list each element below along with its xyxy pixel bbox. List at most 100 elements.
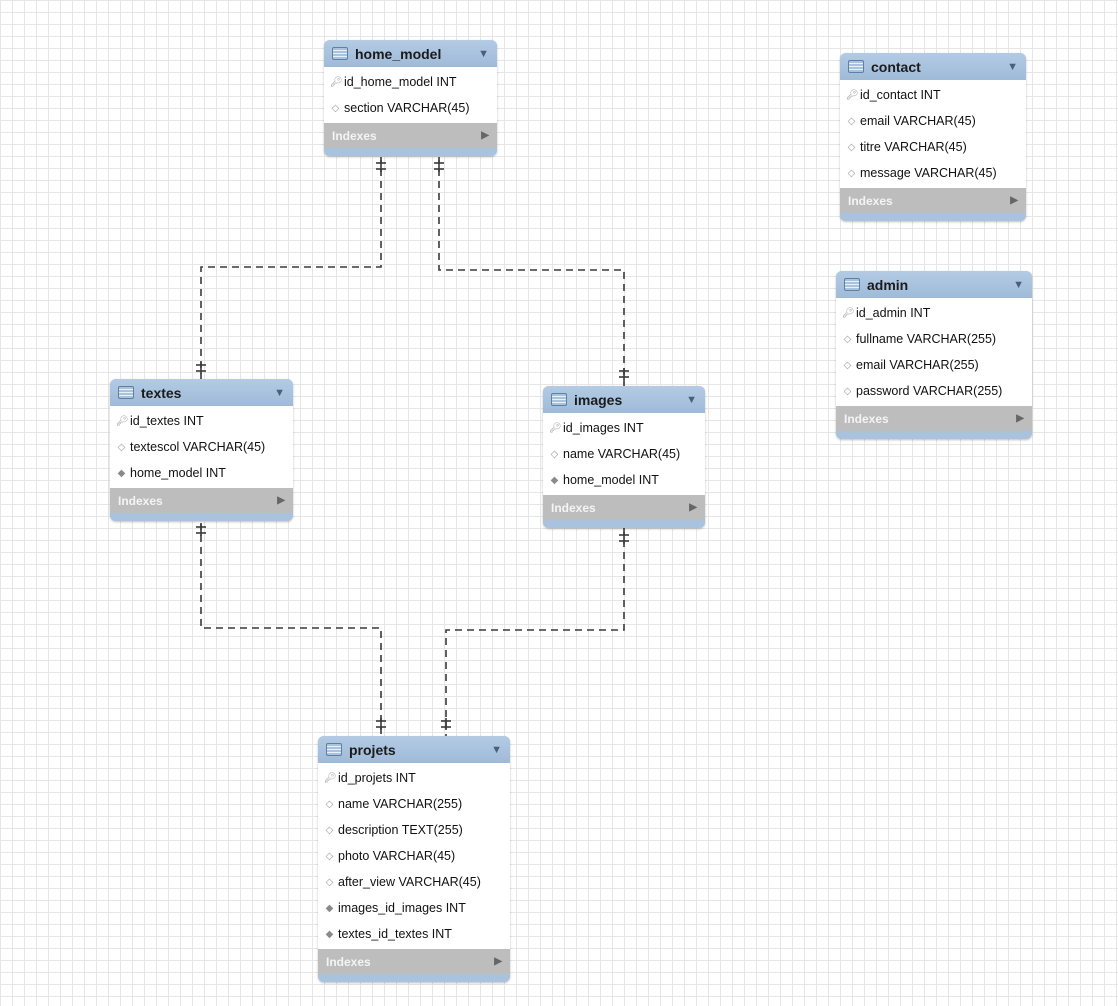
- column-row[interactable]: ◇ titre VARCHAR(45): [840, 134, 1026, 160]
- column-row[interactable]: ◇after_view VARCHAR(45): [318, 869, 510, 895]
- table-icon: [118, 386, 134, 399]
- foreign-key-diamond-icon: ◆: [550, 474, 559, 486]
- collapse-caret-icon[interactable]: ▼: [1007, 60, 1018, 73]
- column-label: id_admin INT: [856, 306, 931, 320]
- nullable-diamond-icon: ◇: [325, 876, 334, 888]
- table-icon: [844, 278, 860, 291]
- column-row[interactable]: ◆ textes_id_textes INT: [318, 921, 510, 947]
- expand-arrow-icon: ▶: [1016, 413, 1024, 424]
- column-row[interactable]: ◇ email VARCHAR(255): [836, 352, 1032, 378]
- table-header[interactable]: admin ▼: [836, 271, 1032, 298]
- collapse-caret-icon[interactable]: ▼: [478, 47, 489, 60]
- nullable-diamond-icon: ◇: [847, 141, 856, 153]
- connector-line: [200, 157, 382, 379]
- table-projets[interactable]: projets ▼ 🔑︎id_projets INT ◇name VARCHAR…: [318, 736, 510, 982]
- nullable-diamond-icon: ◇: [843, 333, 852, 345]
- indexes-label: Indexes: [551, 500, 596, 515]
- column-row[interactable]: ◇description TEXT(255): [318, 817, 510, 843]
- column-list: 🔑︎id_textes INT ◇textescol VARCHAR(45) ◆…: [110, 406, 293, 488]
- column-list: 🔑︎id_contact INT ◇email VARCHAR(45) ◇ tit…: [840, 80, 1026, 188]
- indexes-section[interactable]: Indexes▶: [324, 123, 497, 148]
- indexes-section[interactable]: Indexes ▶: [836, 406, 1032, 431]
- table-contact[interactable]: contact ▼ 🔑︎id_contact INT ◇email VARCHA…: [840, 53, 1026, 221]
- column-label: description TEXT(255): [338, 823, 463, 837]
- column-label: fullname VARCHAR(255): [856, 332, 997, 346]
- column-label: password VARCHAR(255): [856, 384, 1003, 398]
- indexes-section[interactable]: Indexes▶: [840, 188, 1026, 213]
- table-header[interactable]: projets ▼: [318, 736, 510, 763]
- table-icon: [332, 47, 348, 60]
- table-header[interactable]: home_model ▼: [324, 40, 497, 67]
- column-row[interactable]: 🔑︎id_projets INT: [318, 765, 510, 791]
- column-row[interactable]: ◇photo VARCHAR(45): [318, 843, 510, 869]
- column-row[interactable]: 🔑︎id_images INT: [543, 415, 705, 441]
- nullable-diamond-icon: ◇: [847, 167, 856, 179]
- expand-arrow-icon: ▶: [1010, 195, 1018, 206]
- collapse-caret-icon[interactable]: ▼: [1013, 278, 1024, 291]
- table-textes[interactable]: textes ▼ 🔑︎id_textes INT ◇textescol VARC…: [110, 379, 293, 521]
- connector-line: [200, 523, 382, 736]
- column-row[interactable]: ◇section VARCHAR(45): [324, 95, 497, 121]
- indexes-label: Indexes: [332, 128, 377, 143]
- column-label: id_textes INT: [130, 414, 204, 428]
- table-name: home_model: [355, 45, 442, 62]
- column-label: message VARCHAR(45): [860, 166, 997, 180]
- column-list: 🔑︎id_home_model INT ◇section VARCHAR(45): [324, 67, 497, 123]
- indexes-section[interactable]: Indexes▶: [543, 495, 705, 520]
- table-home-model[interactable]: home_model ▼ 🔑︎id_home_model INT ◇sectio…: [324, 40, 497, 156]
- column-row[interactable]: ◇email VARCHAR(45): [840, 108, 1026, 134]
- table-header[interactable]: textes ▼: [110, 379, 293, 406]
- column-label: email VARCHAR(255): [856, 358, 979, 372]
- nullable-diamond-icon: ◇: [847, 115, 856, 127]
- collapse-caret-icon[interactable]: ▼: [274, 386, 285, 399]
- nullable-diamond-icon: ◇: [843, 359, 852, 371]
- foreign-key-diamond-icon: ◆: [117, 467, 126, 479]
- key-icon: 🔑︎: [116, 415, 129, 427]
- column-label: titre VARCHAR(45): [860, 140, 967, 154]
- table-footer: [324, 148, 497, 156]
- column-row[interactable]: 🔑︎id_textes INT: [110, 408, 293, 434]
- indexes-label: Indexes: [844, 411, 889, 426]
- column-row[interactable]: ◇ fullname VARCHAR(255): [836, 326, 1032, 352]
- indexes-section[interactable]: Indexes ▶: [110, 488, 293, 513]
- column-row[interactable]: ◆images_id_images INT: [318, 895, 510, 921]
- column-row[interactable]: ◆home_model INT: [543, 467, 705, 493]
- table-header[interactable]: contact ▼: [840, 53, 1026, 80]
- column-row[interactable]: ◇textescol VARCHAR(45): [110, 434, 293, 460]
- column-row[interactable]: 🔑︎id_admin INT: [836, 300, 1032, 326]
- table-footer: [110, 513, 293, 521]
- nullable-diamond-icon: ◇: [117, 441, 126, 453]
- expand-arrow-icon: ▶: [277, 495, 285, 506]
- table-name: images: [574, 391, 623, 408]
- relationship-home-model-textes[interactable]: [196, 157, 386, 379]
- column-row[interactable]: 🔑︎id_contact INT: [840, 82, 1026, 108]
- column-label: name VARCHAR(45): [563, 447, 681, 461]
- table-footer: [543, 520, 705, 528]
- table-admin[interactable]: admin ▼ 🔑︎id_admin INT ◇ fullname VARCHAR…: [836, 271, 1032, 439]
- column-label: id_home_model INT: [344, 75, 457, 89]
- indexes-label: Indexes: [118, 493, 163, 508]
- column-row[interactable]: ◇name VARCHAR(45): [543, 441, 705, 467]
- table-images[interactable]: images ▼ 🔑︎id_images INT ◇name VARCHAR(4…: [543, 386, 705, 528]
- table-footer: [836, 431, 1032, 439]
- column-label: textes_id_textes INT: [338, 927, 452, 941]
- column-row[interactable]: ◇ message VARCHAR(45): [840, 160, 1026, 186]
- column-label: home_model INT: [130, 466, 226, 480]
- table-icon: [326, 743, 342, 756]
- relationship-images-projets[interactable]: [441, 528, 629, 736]
- relationship-textes-projets[interactable]: [196, 523, 386, 736]
- indexes-section[interactable]: Indexes▶: [318, 949, 510, 974]
- column-row[interactable]: ◇name VARCHAR(255): [318, 791, 510, 817]
- relationship-home-model-images[interactable]: [434, 157, 629, 386]
- collapse-caret-icon[interactable]: ▼: [686, 393, 697, 406]
- column-row[interactable]: ◆ home_model INT: [110, 460, 293, 486]
- column-row[interactable]: 🔑︎id_home_model INT: [324, 69, 497, 95]
- table-header[interactable]: images ▼: [543, 386, 705, 413]
- table-icon: [551, 393, 567, 406]
- nullable-diamond-icon: ◇: [325, 850, 334, 862]
- collapse-caret-icon[interactable]: ▼: [491, 743, 502, 756]
- foreign-key-diamond-icon: ◆: [325, 928, 334, 940]
- column-row[interactable]: ◇password VARCHAR(255): [836, 378, 1032, 404]
- nullable-diamond-icon: ◇: [331, 102, 340, 114]
